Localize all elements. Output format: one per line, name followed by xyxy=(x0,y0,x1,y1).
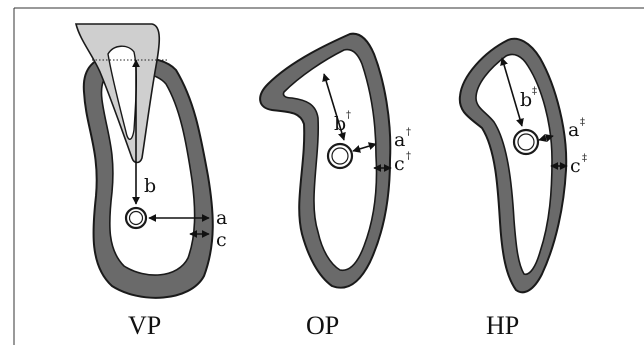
vp-label-a: a xyxy=(216,207,227,229)
vp-caption: VP xyxy=(128,311,161,340)
hp-label-b-mark: ‡ xyxy=(532,86,537,97)
panel-vp: b a c VP xyxy=(76,24,227,340)
hp-label-a: a xyxy=(568,119,579,141)
panel-hp: b ‡ a ‡ c ‡ HP xyxy=(460,39,587,340)
hp-label-c: c xyxy=(570,155,581,177)
op-label-c-mark: † xyxy=(406,151,411,162)
op-label-a-mark: † xyxy=(406,127,411,138)
hp-label-a-mark: ‡ xyxy=(580,117,585,128)
hp-caption: HP xyxy=(486,311,519,340)
op-label-b-mark: † xyxy=(346,110,351,121)
vp-label-b: b xyxy=(144,175,156,197)
op-label-c: c xyxy=(394,153,405,175)
hp-label-c-mark: ‡ xyxy=(582,153,587,164)
hp-label-b: b xyxy=(520,89,532,111)
panel-op: b † a † c † OP xyxy=(260,34,411,340)
op-label-a: a xyxy=(394,129,405,151)
vp-label-c: c xyxy=(216,229,227,251)
op-label-b: b xyxy=(334,113,346,135)
op-caption: OP xyxy=(306,311,339,340)
